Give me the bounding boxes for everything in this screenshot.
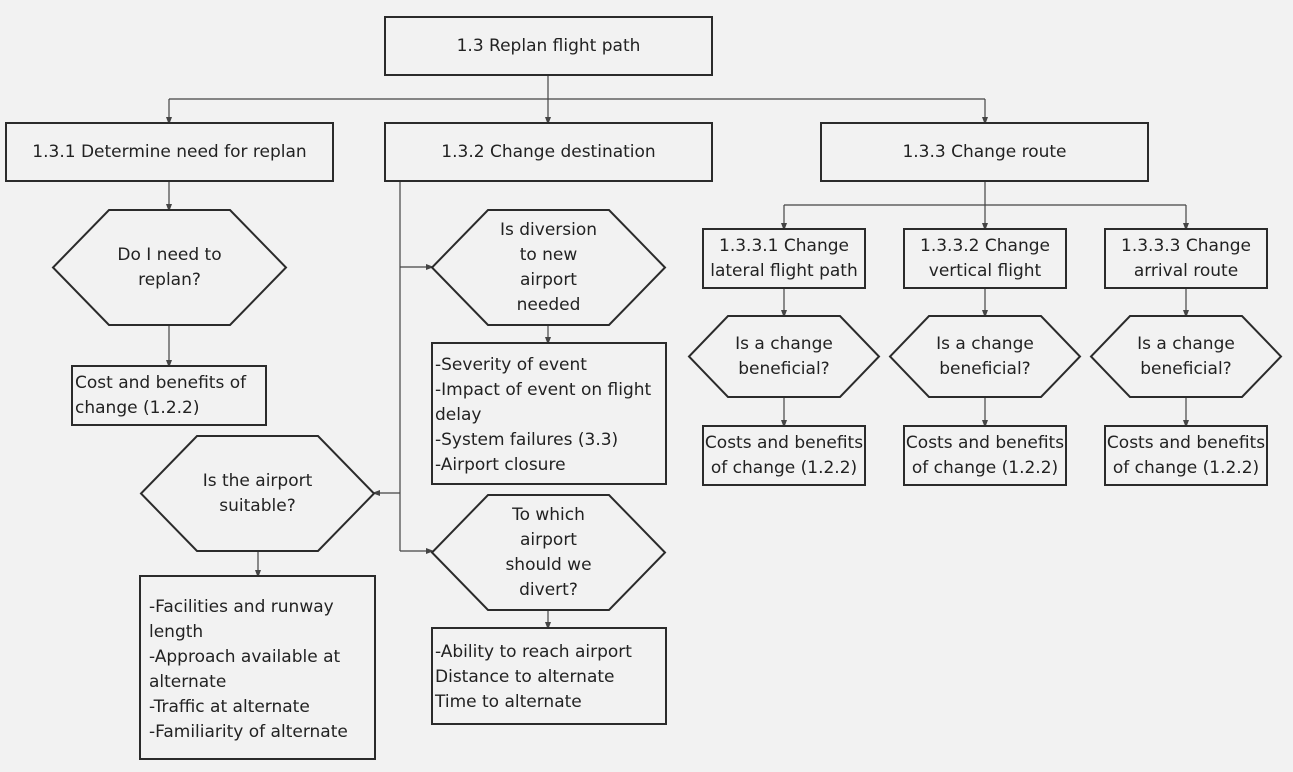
factor-item: -Familiarity of alternate	[149, 722, 348, 742]
node-change-route: 1.3.3 Change route	[820, 122, 1149, 182]
factor-item: -Facilities and runway length	[149, 597, 334, 642]
node-line: of change (1.2.2)	[710, 457, 858, 478]
node-cost-benefits: Cost and benefits of change (1.2.2)	[71, 365, 267, 426]
decision-label: Is a change beneficial?	[1137, 333, 1235, 379]
node-suitability-factors: -Facilities and runway length -Approach …	[139, 575, 376, 760]
node-change-lateral: 1.3.3.1 Change lateral flight path	[702, 228, 866, 289]
node-line: of change (1.2.2)	[1112, 457, 1260, 478]
node-costs-benefits-lateral: Costs and benefits of change (1.2.2)	[702, 425, 866, 486]
node-line: Cost and benefits of	[75, 373, 247, 393]
factor-item: -Impact of event on flight delay	[435, 380, 652, 425]
node-replan-flight-path: 1.3 Replan flight path	[384, 16, 713, 76]
decision-need-to-replan: Do I need to replan?	[51, 209, 288, 326]
decision-label: Is a change beneficial?	[936, 333, 1034, 379]
node-which-factors: -Ability to reach airport Distance to al…	[431, 627, 667, 725]
node-line: change (1.2.2)	[75, 398, 200, 418]
node-label: 1.3 Replan flight path	[456, 35, 641, 56]
node-change-destination: 1.3.2 Change destination	[384, 122, 713, 182]
decision-which-airport: To which airport should we divert?	[430, 494, 667, 611]
node-line: vertical flight	[928, 260, 1042, 281]
factor-item: -System failures (3.3)	[435, 430, 619, 450]
decision-label: Do I need to replan?	[117, 244, 222, 290]
node-label: 1.3.1 Determine need for replan	[32, 141, 307, 162]
decision-diversion-needed: Is diversion to new airport needed	[430, 209, 667, 326]
node-change-arrival: 1.3.3.3 Change arrival route	[1104, 228, 1268, 289]
factor-item: -Ability to reach airport	[435, 642, 632, 662]
edge-root-bus	[169, 76, 985, 100]
node-line: lateral flight path	[710, 260, 858, 281]
decision-beneficial-lateral: Is a change beneficial?	[687, 315, 881, 398]
factor-item: Time to alternate	[435, 692, 582, 712]
node-line: 1.3.3.3 Change	[1121, 235, 1251, 256]
node-line: Costs and benefits	[905, 432, 1065, 453]
factor-item: -Airport closure	[435, 455, 566, 475]
node-line: arrival route	[1133, 260, 1239, 281]
decision-beneficial-vertical: Is a change beneficial?	[888, 315, 1082, 398]
decision-label: Is diversion to new airport needed	[499, 219, 598, 315]
decision-beneficial-arrival: Is a change beneficial?	[1089, 315, 1283, 398]
node-line: 1.3.3.2 Change	[920, 235, 1050, 256]
node-line: Costs and benefits	[1106, 432, 1266, 453]
factor-item: -Severity of event	[435, 355, 587, 375]
decision-label: Is the airport suitable?	[202, 470, 313, 516]
node-diversion-factors: -Severity of event -Impact of event on f…	[431, 342, 667, 485]
node-label: 1.3.2 Change destination	[441, 141, 656, 162]
factor-item: -Approach available at alternate	[149, 647, 341, 692]
node-line: Costs and benefits	[704, 432, 864, 453]
node-label: 1.3.3 Change route	[902, 141, 1067, 162]
decision-label: To which airport should we divert?	[505, 504, 592, 600]
node-line: 1.3.3.1 Change	[719, 235, 849, 256]
node-costs-benefits-vertical: Costs and benefits of change (1.2.2)	[903, 425, 1067, 486]
node-line: of change (1.2.2)	[911, 457, 1059, 478]
factor-item: Distance to alternate	[435, 667, 615, 687]
decision-airport-suitable: Is the airport suitable?	[139, 435, 376, 552]
node-determine-need: 1.3.1 Determine need for replan	[5, 122, 334, 182]
node-change-vertical: 1.3.3.2 Change vertical flight	[903, 228, 1067, 289]
decision-label: Is a change beneficial?	[735, 333, 833, 379]
edge-133-bus	[784, 182, 1186, 206]
factor-item: -Traffic at alternate	[149, 697, 310, 717]
node-costs-benefits-arrival: Costs and benefits of change (1.2.2)	[1104, 425, 1268, 486]
